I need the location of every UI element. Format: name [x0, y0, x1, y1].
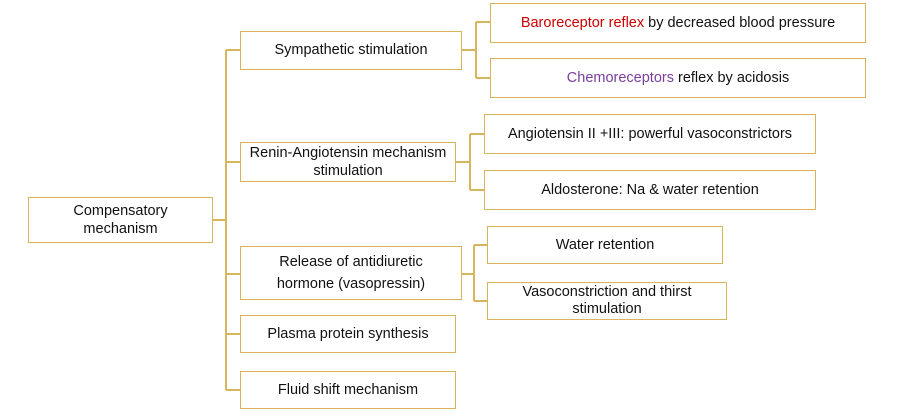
text-baroreceptor-rest: by decreased blood pressure [644, 14, 836, 31]
highlight-chemoreceptors: Chemoreceptors [566, 69, 674, 86]
label-renin-line2: stimulation [313, 163, 383, 179]
label-renin-line1: Renin-Angiotensin mechanism [249, 144, 447, 161]
label-angiotensin: Angiotensin II +III: powerful vasoconstr… [507, 125, 793, 142]
label-vasoconstriction-line1: Vasoconstriction and thirst [522, 284, 692, 301]
label-fluid-shift-mechanism: Fluid shift mechanism [277, 381, 419, 398]
node-sympathetic-stimulation: Sympathetic stimulation [240, 31, 462, 70]
node-vasoconstriction-thirst: Vasoconstriction and thirst stimulation [487, 282, 727, 320]
label-aldosterone: Aldosterone: Na & water retention [541, 181, 759, 198]
node-angiotensin: Angiotensin II +III: powerful vasoconstr… [484, 114, 816, 154]
node-aldosterone: Aldosterone: Na & water retention [484, 170, 816, 210]
node-water-retention: Water retention [487, 226, 723, 264]
node-antidiuretic-hormone: Release of antidiuretic hormone (vasopre… [240, 246, 462, 300]
node-chemoreceptors-reflex: Chemoreceptors reflex by acidosis [490, 58, 866, 98]
root-label-line2: mechanism [83, 221, 158, 237]
root-label-line1: Compensatory [73, 202, 168, 219]
text-chemoreceptors-rest: reflex by acidosis [673, 69, 790, 86]
label-sympathetic-stimulation: Sympathetic stimulation [274, 42, 428, 59]
node-baroreceptor-reflex: Baroreceptor reflex by decreased blood p… [490, 3, 866, 43]
label-vasoconstriction-line2: stimulation [572, 301, 642, 317]
label-baroreceptor-reflex: Baroreceptor reflex by decreased blood p… [521, 14, 835, 32]
label-chemoreceptors-reflex: Chemoreceptors reflex by acidosis [567, 69, 789, 87]
label-plasma-protein-synthesis: Plasma protein synthesis [267, 325, 429, 342]
label-adh-line2: hormone (vasopressin) [276, 276, 426, 292]
node-fluid-shift-mechanism: Fluid shift mechanism [240, 371, 456, 409]
label-water-retention: Water retention [555, 236, 655, 253]
node-plasma-protein-synthesis: Plasma protein synthesis [240, 315, 456, 353]
node-renin-angiotensin: Renin-Angiotensin mechanism stimulation [240, 142, 456, 182]
label-adh-line1: Release of antidiuretic [279, 253, 423, 270]
root-node-compensatory-mechanism: Compensatory mechanism [28, 197, 213, 243]
highlight-baroreceptor: Baroreceptor reflex [520, 14, 645, 31]
